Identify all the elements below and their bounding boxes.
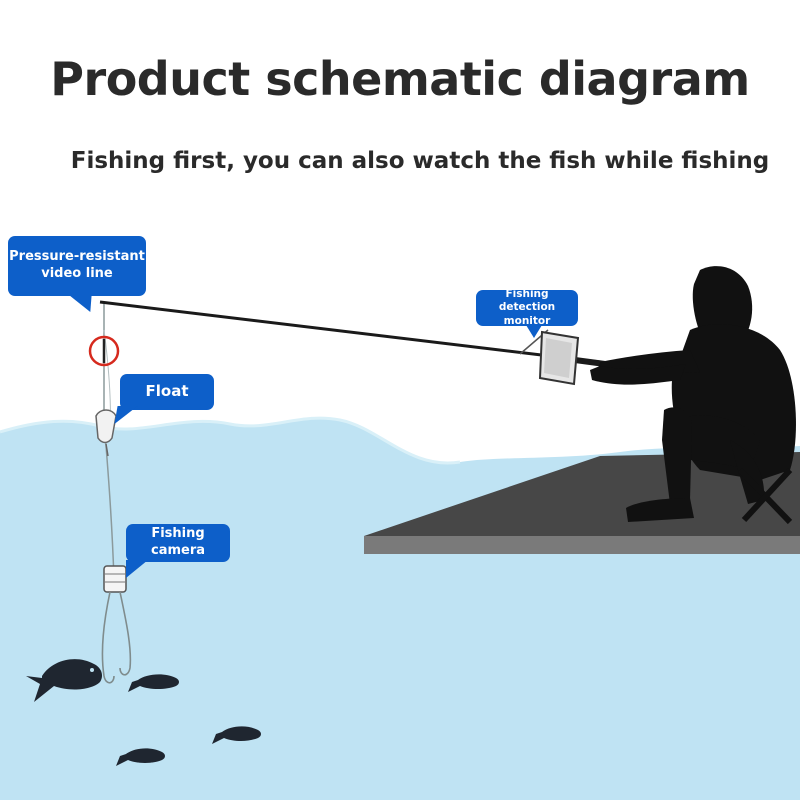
fishing-rod: [99, 300, 601, 364]
folding-stool: [737, 467, 793, 525]
fish-large: [26, 659, 102, 702]
fish-small-3: [116, 748, 165, 766]
line-marker-ring: [88, 335, 120, 367]
camera-device: [103, 565, 127, 593]
callout-monitor: Fishing detection monitor: [476, 288, 578, 338]
hook-line-right: [119, 591, 132, 676]
dock-edge: [364, 536, 800, 554]
water-surface-highlight: [0, 416, 461, 465]
page-subtitle: Fishing first, you can also watch the fi…: [70, 148, 770, 174]
callout-camera: Fishing camera: [126, 524, 230, 578]
monitor-device: [519, 329, 580, 386]
callout-video-line: Pressure-resistant video line: [8, 236, 146, 296]
fish-small-1: [128, 674, 179, 692]
float-device: [95, 409, 117, 457]
fish-small-2: [212, 726, 261, 744]
page-title: Product schematic diagram: [50, 52, 750, 106]
callout-float: Float: [120, 374, 214, 410]
hook-line-left: [101, 591, 115, 684]
